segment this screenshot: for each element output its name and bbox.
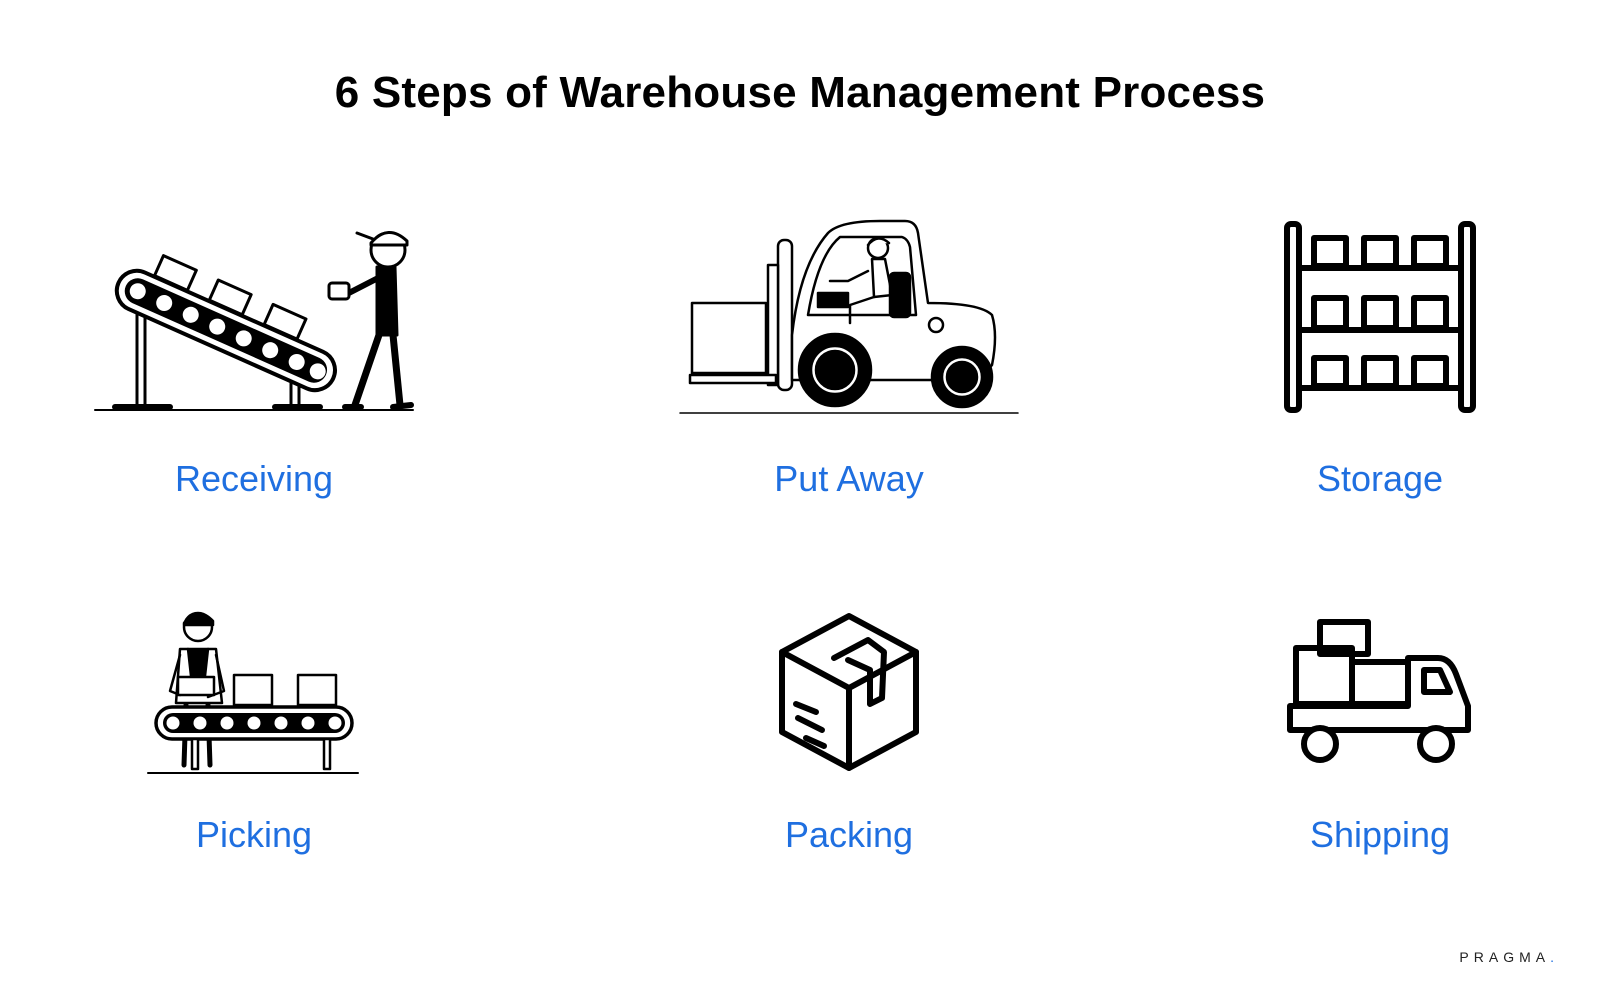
delivery-truck-icon	[1287, 619, 1471, 763]
conveyor-incline-worker-icon	[94, 231, 414, 411]
brand-dot: .	[1550, 949, 1554, 965]
brand-logo: PRAGMA.	[1459, 949, 1554, 965]
step-label-picking: Picking	[195, 814, 313, 855]
shelving-rack-icon	[1284, 221, 1476, 413]
step-label-packing: Packing	[784, 814, 914, 855]
page-title: 6 Steps of Warehouse Management Process	[334, 68, 1266, 117]
step-label-put-away: Put Away	[774, 458, 924, 499]
brand-name: PRAGMA	[1459, 949, 1551, 965]
step-label-storage: Storage	[1316, 458, 1444, 499]
step-label-shipping: Shipping	[1309, 814, 1451, 855]
forklift-icon	[679, 219, 1019, 414]
package-box-icon	[779, 613, 919, 771]
picking-conveyor-worker-icon	[147, 611, 359, 774]
step-label-receiving: Receiving	[174, 458, 334, 499]
